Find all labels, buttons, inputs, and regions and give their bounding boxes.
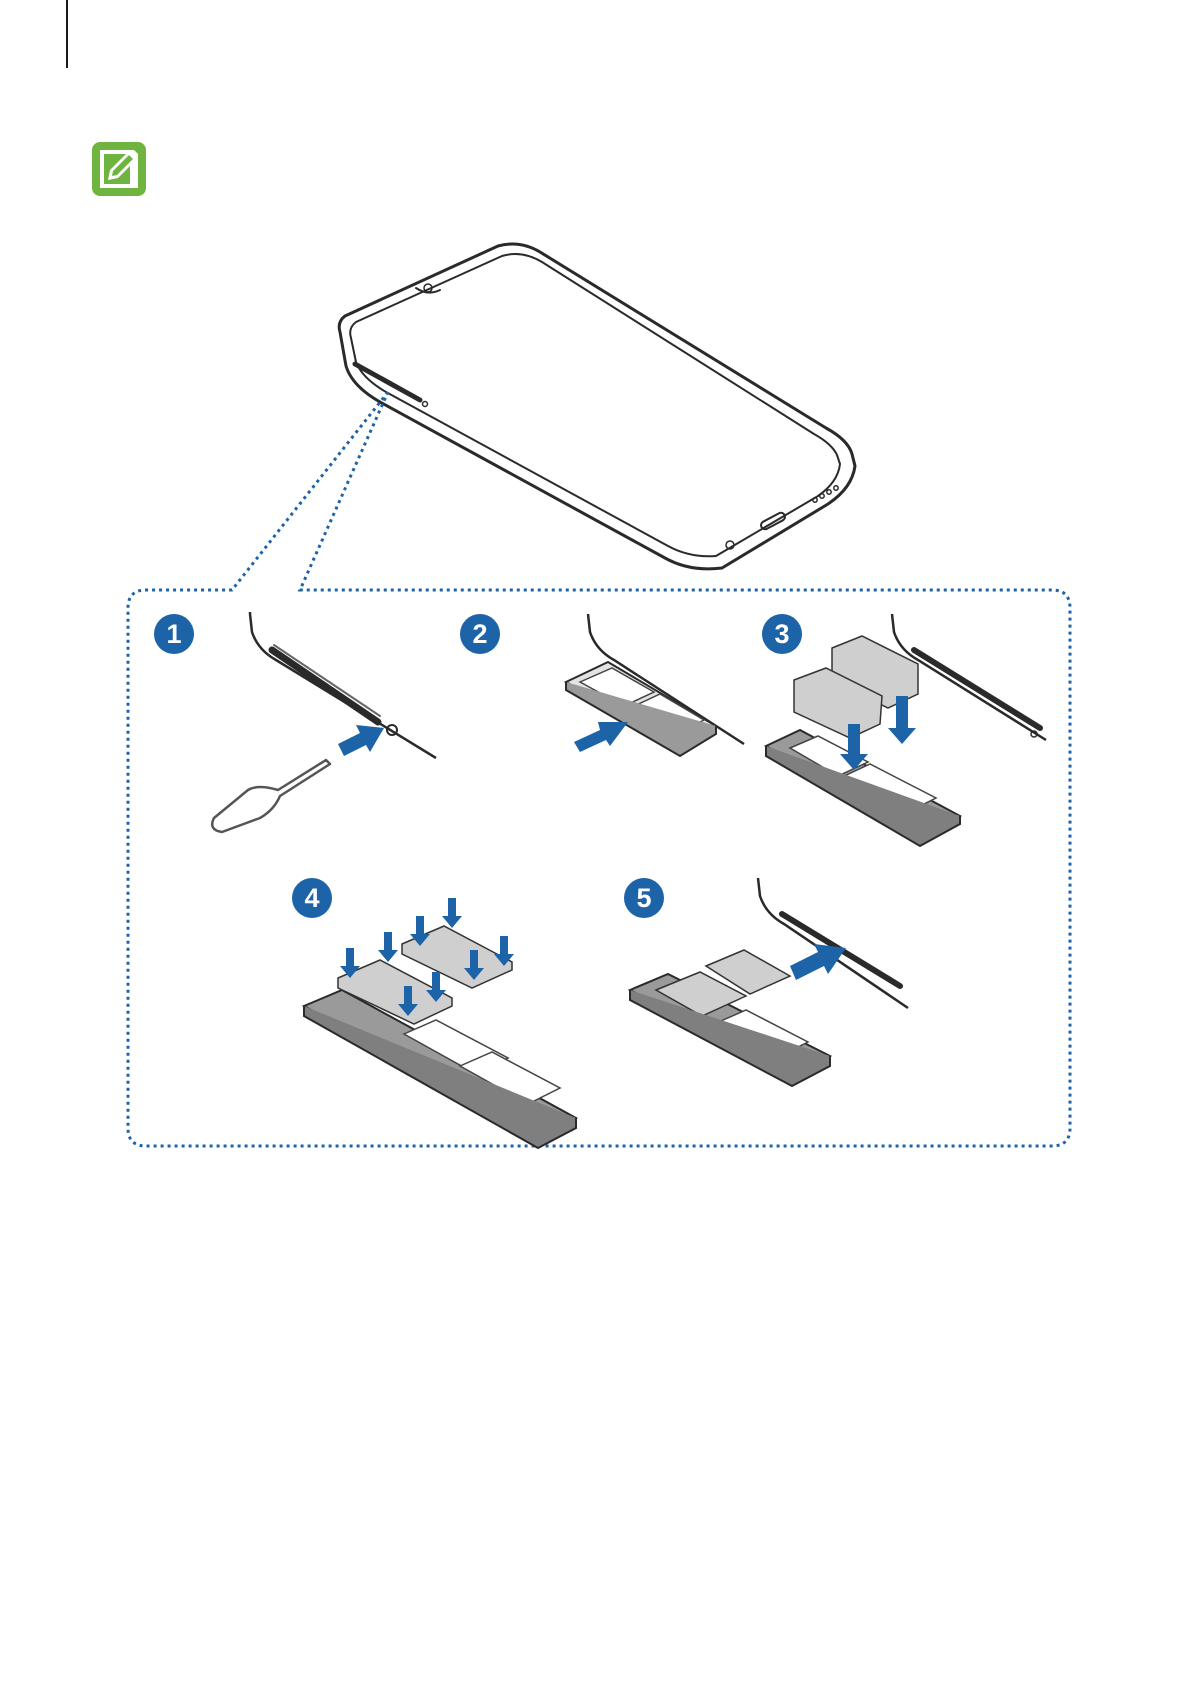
step-number-2: 2 <box>460 614 500 654</box>
step-4-illustration <box>304 898 576 1148</box>
step-3-illustration <box>766 614 1046 846</box>
callout-frame <box>128 392 1070 1146</box>
step-number-4: 4 <box>292 878 332 918</box>
step-1-illustration <box>212 612 436 832</box>
step-number-3: 3 <box>762 614 802 654</box>
step-2-illustration <box>566 614 744 756</box>
step-5-illustration <box>630 878 908 1086</box>
step-number-5: 5 <box>624 878 664 918</box>
phone-illustration <box>339 244 855 569</box>
step-number-1: 1 <box>154 614 194 654</box>
